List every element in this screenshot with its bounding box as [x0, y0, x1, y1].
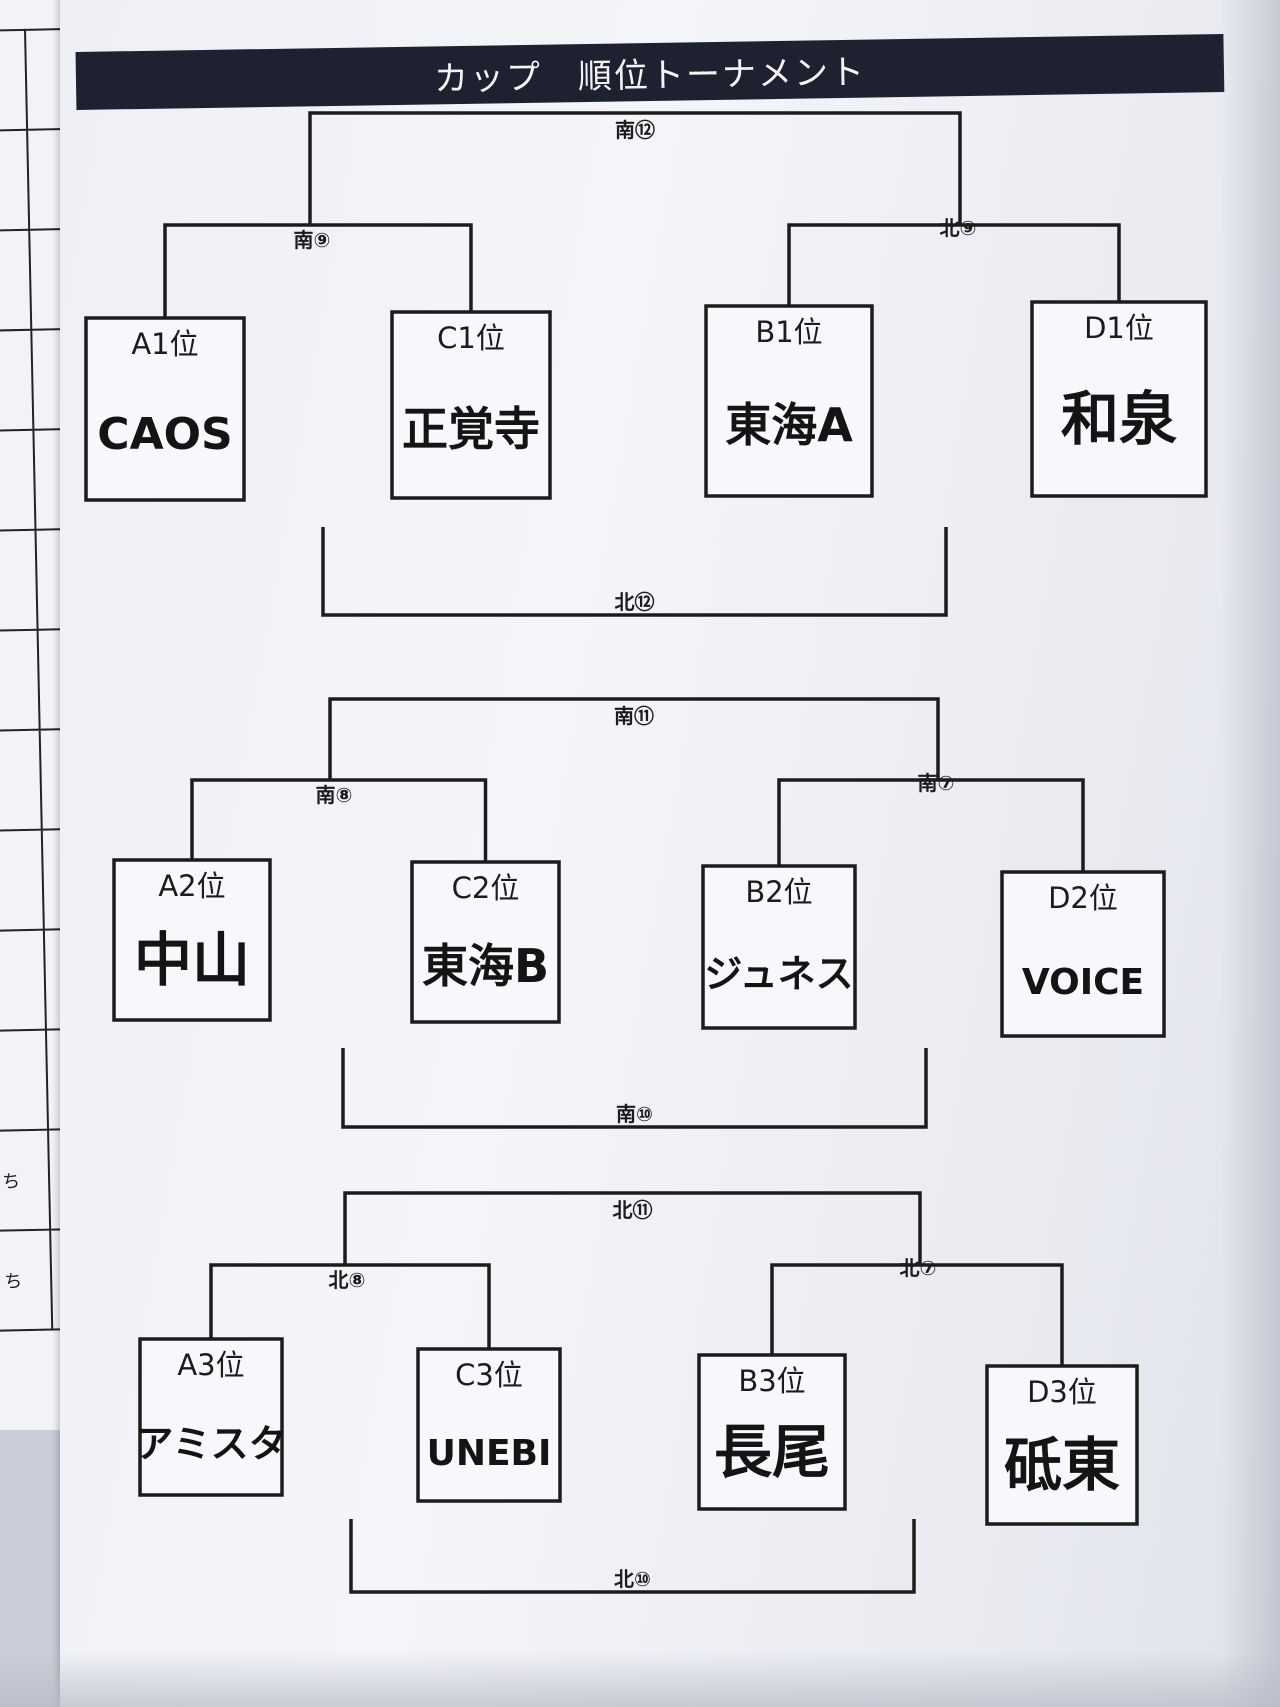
team-name: UNEBI — [427, 1433, 552, 1474]
team-name: 東海B — [422, 939, 549, 993]
third-place-match-label: 南⑩ — [616, 1102, 653, 1126]
team-box — [985, 1364, 1139, 1526]
team-name: 東海A — [725, 398, 853, 452]
team-name: アミスタ — [135, 1422, 286, 1466]
team-name: 中山 — [134, 926, 250, 994]
team-box — [1030, 300, 1208, 498]
team-box — [390, 310, 552, 500]
rank-label: D2位 — [1048, 881, 1118, 915]
rank-label: B1位 — [755, 315, 822, 349]
final-match-label: 北⑪ — [613, 1198, 653, 1222]
semifinal-right-label: 北⑨ — [940, 216, 977, 240]
team-name: 砥東 — [1004, 1431, 1120, 1499]
final-match-label: 南⑪ — [614, 704, 654, 728]
rank-label: B2位 — [745, 875, 812, 909]
team-name: 正覚寺 — [402, 402, 540, 456]
team-box — [112, 858, 272, 1022]
semifinal-left-connector — [190, 778, 488, 862]
semifinal-left-connector — [209, 1263, 491, 1349]
team-box — [1000, 870, 1166, 1038]
team-name: VOICE — [1022, 962, 1144, 1003]
semifinal-right-label: 南⑦ — [918, 771, 955, 795]
third-place-match-label: 北⑫ — [615, 590, 655, 614]
third-place-connector — [341, 1048, 928, 1129]
final-connector — [328, 697, 940, 780]
team-box — [84, 316, 246, 502]
final-match-label: 南⑫ — [615, 118, 655, 142]
semifinal-left-label: 北⑧ — [329, 1268, 366, 1292]
semifinal-right-connector — [787, 223, 1121, 306]
rank-label: C3位 — [455, 1358, 523, 1392]
team-name: ジュネス — [704, 952, 853, 996]
team-name: 長尾 — [714, 1418, 830, 1486]
semifinal-left-label: 南⑨ — [294, 228, 331, 252]
team-box — [701, 864, 857, 1030]
semifinal-left-label: 南⑧ — [316, 783, 353, 807]
team-box — [416, 1347, 562, 1503]
semifinal-right-connector — [770, 1263, 1064, 1366]
third-place-match-label: 北⑩ — [614, 1567, 651, 1591]
rank-label: B3位 — [738, 1364, 805, 1398]
team-name: CAOS — [97, 409, 232, 460]
team-box — [704, 304, 874, 498]
rank-label: C2位 — [452, 871, 520, 905]
bottom-shadow — [0, 1650, 1280, 1707]
rank-label: A3位 — [177, 1348, 244, 1382]
final-connector — [308, 111, 962, 225]
right-shadow — [1220, 0, 1280, 1707]
rank-label: C1位 — [437, 321, 505, 355]
final-connector — [343, 1191, 922, 1265]
rank-label: A2位 — [158, 869, 225, 903]
team-box — [410, 860, 561, 1024]
semifinal-right-connector — [777, 778, 1085, 872]
semifinal-left-connector — [163, 223, 473, 318]
team-name: 和泉 — [1061, 385, 1177, 453]
rank-label: D1位 — [1084, 311, 1154, 345]
team-box — [697, 1353, 847, 1511]
team-box — [138, 1337, 284, 1497]
rank-label: A1位 — [131, 327, 198, 361]
third-place-connector — [349, 1519, 916, 1594]
semifinal-right-label: 北⑦ — [900, 1256, 937, 1280]
rank-label: D3位 — [1027, 1375, 1097, 1409]
third-place-connector — [321, 527, 948, 617]
